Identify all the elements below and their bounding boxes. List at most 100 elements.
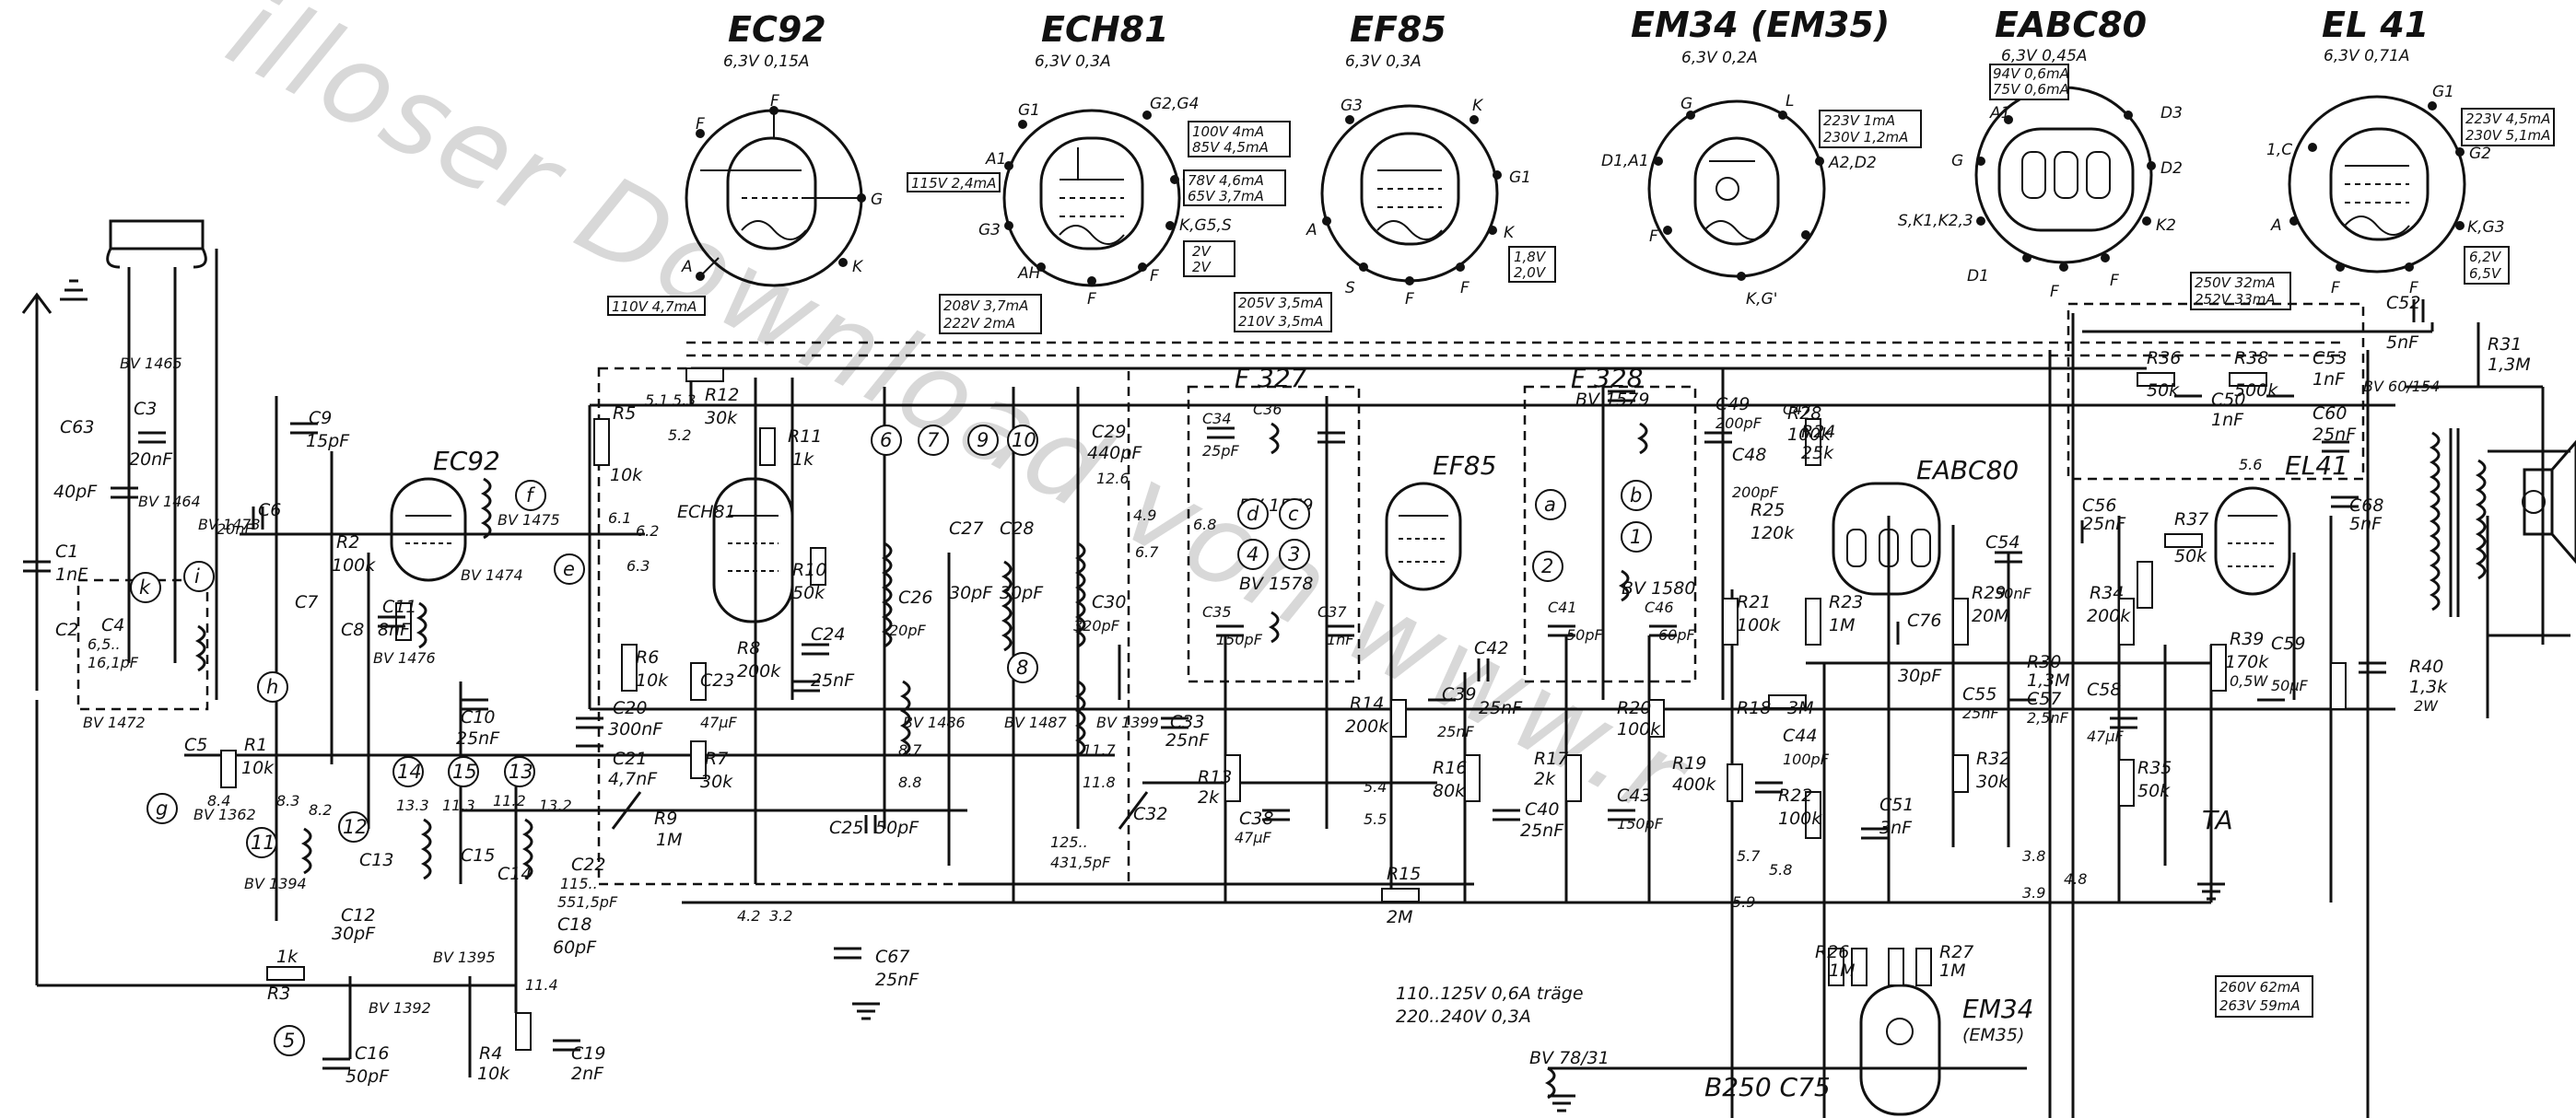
label-c33: C33	[1170, 712, 1204, 732]
tp-5-9: 5.9	[1732, 893, 1755, 911]
label-c16: C16	[355, 1043, 389, 1064]
voltbox-ech81-g: 2V	[1192, 259, 1212, 275]
label-r20: R20	[1617, 698, 1651, 718]
voltbox-em34-b: 230V 1,2mA	[1823, 129, 1908, 146]
label-c22: C22	[571, 855, 605, 875]
tube-header-ef85: EF85 6,3V 0,3A	[1345, 9, 1446, 71]
label-bv1392: BV 1392	[369, 999, 431, 1017]
label-c63: C63	[60, 417, 94, 437]
label-r36: R36	[2147, 348, 2181, 368]
circle-14: 14	[397, 761, 422, 783]
pin-eabc80-d1: D1	[1967, 267, 1989, 285]
label-bv60154: BV 60/154	[2363, 378, 2440, 395]
label-c49-val: 200pF	[1715, 414, 1762, 432]
label-c32-val1: 125..	[1050, 833, 1088, 851]
label-c34-val: 25pF	[1202, 442, 1240, 460]
stage-label-ech81: ECH81	[677, 502, 736, 522]
pin-em34-l: L	[1786, 92, 1794, 111]
label-c55-val: 25nF	[1962, 705, 2000, 722]
label-bv1487: BV 1487	[1004, 714, 1068, 731]
tp-8-8: 8.8	[898, 774, 921, 791]
tube-header-ec92: EC92 6,3V 0,15A	[723, 9, 826, 71]
label-c37-val: 1nF	[1327, 631, 1354, 648]
label-c42: C42	[1474, 638, 1508, 658]
label-r17-val: 2k	[1534, 769, 1556, 789]
label-r37: R37	[2174, 509, 2208, 530]
pin-eabc80-sk: S,K1,K2,3	[1898, 212, 1973, 230]
tube-spec-el41: 6,3V 0,71A	[2324, 47, 2410, 65]
circle-12: 12	[343, 816, 368, 838]
circle-3: 3	[1288, 543, 1300, 565]
label-c33-val: 25nF	[1165, 730, 1210, 751]
label-c68: C68	[2349, 495, 2383, 516]
label-bv1476: BV 1476	[373, 649, 436, 667]
label-r27-val: 1M	[1939, 961, 1965, 981]
tube-spec-eabc80: 6,3V 0,45A	[2001, 47, 2088, 65]
label-fuse-110: 110..125V 0,6A träge	[1396, 984, 1584, 1004]
base-diagram-el41: G1 1,C G2 A F F K,G3 223V 4,5mA 230V 5,1…	[2190, 83, 2555, 310]
label-c39: C39	[1442, 684, 1476, 705]
label-c26: C26	[898, 588, 932, 608]
label-c53: C53	[2313, 348, 2347, 368]
pin-ech81-ah: AH	[1017, 264, 1041, 283]
label-bv1465: BV 1465	[120, 355, 182, 372]
tube-header-el41: EL 41 6,3V 0,71A	[2322, 5, 2429, 65]
label-c41: C41	[1548, 599, 1577, 616]
label-r15-val: 2M	[1387, 907, 1412, 927]
tp-4-9: 4.9	[1133, 507, 1156, 524]
label-r20-val: 100k	[1617, 719, 1661, 740]
label-c32-val2: 431,5pF	[1050, 854, 1111, 871]
voltbox-eabc80-a: 94V 0,6mA	[1993, 65, 2069, 82]
label-r25: R25	[1751, 500, 1785, 520]
label-c36: C36	[1253, 401, 1282, 418]
stage-label-em35: (EM35)	[1962, 1025, 2024, 1045]
tp-5-3: 5.3	[673, 391, 696, 409]
label-r38-val: 500k	[2234, 380, 2278, 401]
label-c52-val: 5nF	[2386, 332, 2419, 353]
label-c6-val: 20nF	[217, 520, 254, 538]
label-r24-val: 25k	[1801, 443, 1834, 463]
tube-spec-ech81: 6,3V 0,3A	[1035, 52, 1111, 71]
tube-spec-em34: 6,3V 0,2A	[1681, 49, 1758, 67]
label-c30-val: 320pF	[1073, 617, 1120, 635]
label-c22-val1: 115..	[560, 875, 598, 892]
label-r17: R17	[1534, 749, 1568, 769]
label-c27: C27	[949, 518, 983, 539]
label-c57: C57	[2027, 689, 2061, 709]
label-c16-val: 50pF	[345, 1066, 390, 1087]
label-r11-val: 1k	[792, 449, 814, 470]
label-r2-val: 100k	[332, 555, 376, 576]
output-transformer-icon	[2429, 428, 2487, 617]
label-r12: R12	[705, 385, 739, 405]
voltbox-ech81-i: 222V 2mA	[943, 315, 1015, 332]
label-c63-val: 40pF	[53, 482, 98, 502]
label-c1-val: 1nF	[55, 565, 88, 585]
label-c58-val: 47µF	[2087, 728, 2125, 745]
label-c22-val2: 551,5pF	[557, 893, 618, 911]
label-c3-val: 20nF	[129, 449, 173, 470]
label-r39-watt: 0,5W	[2230, 672, 2268, 690]
label-c51: C51	[1879, 795, 1914, 815]
tp-5-6: 5.6	[2239, 456, 2262, 473]
pin-el41-g2: G2	[2469, 145, 2491, 163]
circle-f: f	[526, 484, 536, 507]
voltbox-ef85-b: 2,0V	[1514, 264, 1547, 281]
pin-ech81-kg5s: K,G5,S	[1179, 216, 1232, 235]
resistors	[220, 367, 2347, 1051]
voltbox-ech81-e: 65V 3,7mA	[1188, 188, 1264, 204]
circle-2: 2	[1541, 555, 1553, 577]
label-c59: C59	[2271, 634, 2305, 654]
label-r2: R2	[336, 532, 359, 553]
label-r9-val: 1M	[656, 830, 682, 850]
voltbox-ech81-b: 85V 4,5mA	[1192, 139, 1269, 156]
tube-header-ech81: ECH81 6,3V 0,3A	[1035, 9, 1169, 71]
label-c24-val: 25nF	[811, 670, 855, 691]
circle-4: 4	[1247, 543, 1259, 565]
pin-ech81-g2g4: G2,G4	[1150, 95, 1199, 113]
label-c8: C8	[341, 620, 364, 640]
voltbox-ech81-a: 100V 4mA	[1192, 123, 1264, 140]
tp-5-1: 5.1	[645, 391, 668, 409]
pin-eabc80-a1: A1	[1989, 104, 2010, 122]
label-c76: C76	[1907, 611, 1941, 631]
